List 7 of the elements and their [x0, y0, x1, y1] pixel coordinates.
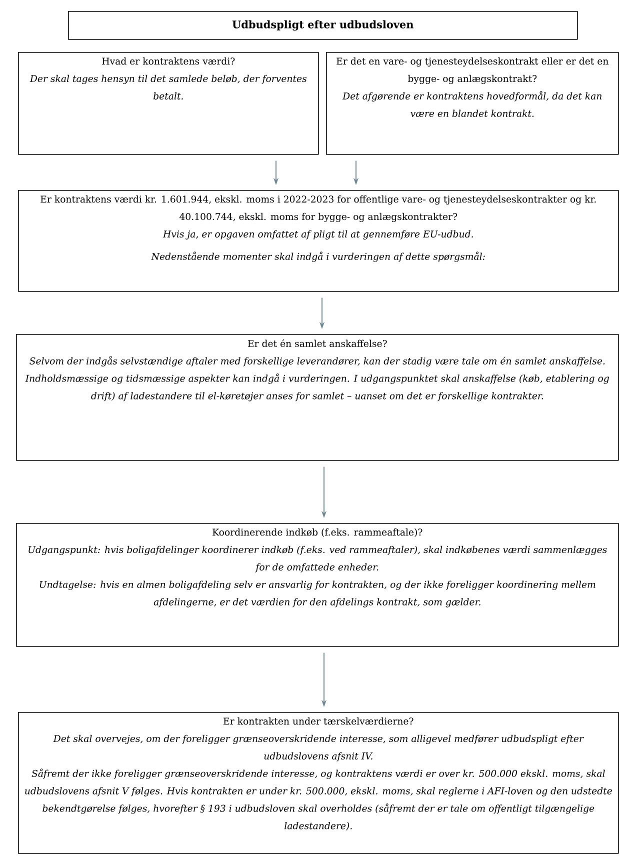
- question-box: Er kontraktens værdi kr. 1.601.944, ekskl. moms i 2022-2023 for offentlige vare- og tjenesteydelseskontrakter og kr. 40.100.744, ekskl. moms for bygge- og anlægskontrakter? Hvis ja, er opgaven omfattet af pligt til at gennemføre EU-udbud. Nedenstående momenter skal indgå i vurderingen af dette spørgsmål:: [18, 190, 619, 292]
- title-box: Udbudspligt efter udbudsloven: [68, 11, 578, 40]
- question-box: Er det én samlet anskaffelse? Selvom der indgås selvstændige aftaler med forskellige leverandører, kan der stadig være tale om én samlet anskaffelse. Indholdsmæssige og tidsmæssige aspekter kan indgå i vurderingen. I udgangspunktet skal anskaffelse (køb, etablering og drift) af ladestandere til el-køretøjer anses for samlet – uanset om det er forskellige kontrakter.: [16, 334, 619, 461]
- question-box: Hvad er kontraktens værdi? Der skal tages hensyn til det samlede beløb, der forventes betalt.: [18, 52, 319, 155]
- question-box: Er det en vare- og tjenesteydelseskontrakt eller er det en bygge- og anlægskontrakt? Det afgørende er kontraktens hovedformål, da det kan være en blandet kontrakt.: [326, 52, 619, 155]
- question-box: Koordinerende indkøb (f.eks. rammeaftale)? Udgangspunkt: hvis boligafdelinger koordinerer indkøb (f.eks. ved rammeaftaler), skal indkøbenes værdi sammenlægges for de omfattede enheder. Undtagelse: hvis en almen boligafdeling selv er ansvarlig for kontrakten, og der ikke foreligger koordinering mellem afdelingerne, er det værdien for den afdelings kontrakt, som gælder.: [16, 523, 619, 647]
- question-box: Er kontrakten under tærskelværdierne? Det skal overvejes, om der foreligger grænseoverskridende interesse, som alligevel medfører udbudspligt efter udbudslovens afsnit IV. Såfremt der ikke foreligger grænseoverskridende interesse, og kontraktens værdi er over kr. 500.000 ekskl. moms, skal udbudslovens afsnit V følges. Hvis kontrakten er under kr. 500.000, ekskl. moms, skal reglerne i AFI-loven og den udstedte bekendtgørelse følges, hvorefter § 193 i udbudsloven skal overholdes (såfremt der er tale om offentligt tilgængelige ladestandere).: [18, 712, 619, 854]
